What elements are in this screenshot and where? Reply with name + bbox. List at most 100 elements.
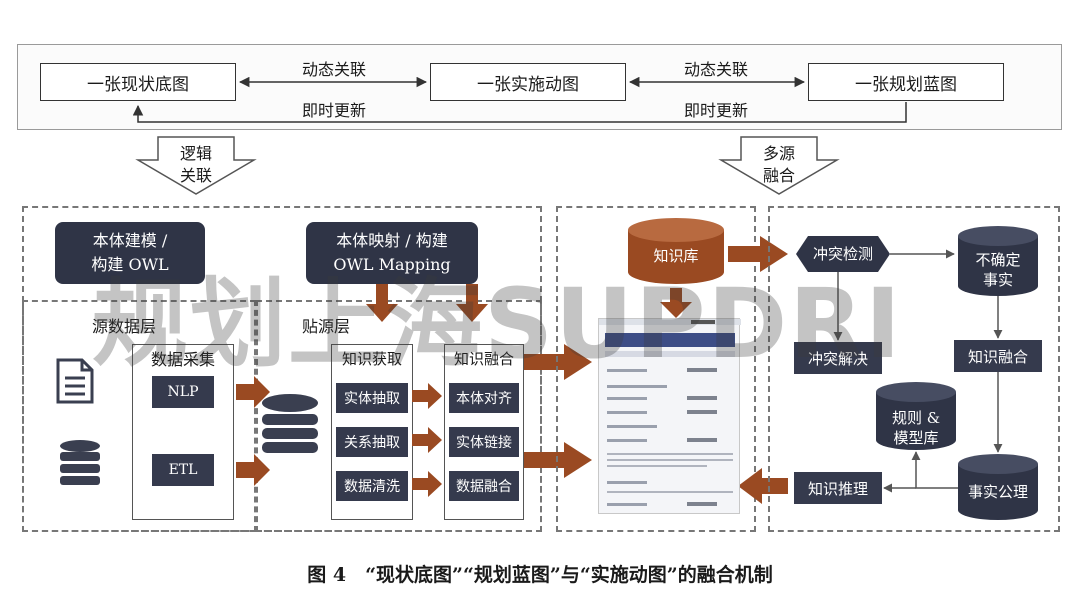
thumb-slider-4 (687, 438, 717, 442)
arrow-map-to-fusion (456, 284, 488, 322)
thumb-text-2 (607, 459, 733, 461)
database-icon-small (60, 440, 100, 485)
fact-axiom-cylinder (958, 454, 1038, 520)
ontology-align-tag: 本体对齐 (449, 383, 519, 413)
arrow-axiom-to-rules (911, 451, 958, 489)
knowledge-base-label: 知识库 (653, 247, 699, 265)
rules-model-label: 规则 & 模型库 (876, 408, 956, 448)
box-current-label: 一张现状底图 (87, 74, 189, 95)
middle-region (556, 206, 756, 532)
ontology-map-line1: 本体映射 / 构建 (336, 231, 448, 250)
thumb-line-3 (607, 397, 647, 400)
link-left-bottom: 即时更新 (301, 101, 366, 120)
uncertain-facts-cylinder (958, 226, 1038, 296)
link-right-top: 动态关联 (683, 60, 748, 79)
knowledge-base-cylinder (628, 218, 724, 284)
ontology-model-box: 本体建模 / 构建 OWL (55, 222, 205, 284)
right-region (768, 206, 1060, 532)
watermark: 规划上海SUPDRI (92, 268, 903, 380)
paste-layer-label: 贴源层 (302, 317, 351, 336)
arrow-reason-to-screen (738, 468, 788, 504)
box-plan-label: 一张规划蓝图 (855, 74, 957, 95)
logic-line2: 关联 (179, 166, 212, 185)
rules-line2: 模型库 (893, 429, 939, 447)
ontology-model-line1: 本体建模 / (92, 231, 168, 250)
link-right-bottom: 即时更新 (683, 101, 748, 120)
logic-down-arrow (135, 136, 257, 195)
conflict-resolve-box: 冲突解决 (794, 342, 882, 374)
document-icon (56, 358, 94, 404)
thumb-text-4 (607, 491, 733, 493)
arrow-extract-2 (412, 427, 442, 453)
source-layer-region (22, 300, 256, 532)
data-collect-title: 数据采集 (150, 350, 215, 369)
conflict-detect-hexagon (796, 236, 890, 272)
rules-line1: 规则 & (891, 409, 941, 427)
feedback-arrow (132, 102, 907, 123)
relation-extract-tag: 关系抽取 (336, 427, 408, 457)
arrow-extract-3 (412, 471, 442, 497)
source-layer-label: 源数据层 (92, 317, 157, 336)
ontology-map-box: 本体映射 / 构建 OWL Mapping (306, 222, 478, 284)
arrow-extract-1 (412, 383, 442, 409)
box-current-map: 一张现状底图 (40, 63, 236, 101)
paste-layer-region (256, 300, 542, 532)
multi-arrow-label: 多源 融合 (753, 143, 805, 187)
data-collect-box (132, 344, 234, 520)
logic-line1: 逻辑 (179, 144, 212, 163)
figure-caption: 图 4 “现状底图”“规划蓝图”与“实施动图”的融合机制 (307, 564, 773, 586)
thumb-header (605, 333, 735, 347)
data-clean-tag: 数据清洗 (336, 471, 408, 501)
box-implement-label: 一张实施动图 (477, 74, 579, 95)
fact-axiom-label: 事实公理 (967, 483, 1028, 501)
multi-down-arrow (718, 136, 840, 195)
thumb-slider-5 (687, 502, 717, 506)
logic-arrow-label: 逻辑 关联 (170, 143, 222, 187)
thumb-line-6 (607, 439, 647, 442)
knowledge-fusion-right-box: 知识融合 (954, 340, 1042, 372)
thumb-line-1 (607, 369, 647, 372)
ui-screenshot-thumbnail (598, 318, 741, 514)
thumb-line-7 (607, 481, 647, 484)
multi-line2: 融合 (762, 166, 795, 185)
thumb-slider-3 (687, 410, 717, 414)
uncertain-line2: 事实 (982, 271, 1013, 289)
thumb-row-1 (605, 351, 735, 357)
thumb-text-3 (607, 465, 707, 467)
arrow-to-screen-top (524, 344, 592, 380)
entity-link-tag: 实体链接 (449, 427, 519, 457)
arrow-nlp (236, 376, 270, 408)
data-fusion-tag: 数据融合 (449, 471, 519, 501)
conflict-detect-label: 冲突检测 (812, 245, 873, 263)
etl-tag: ETL (152, 454, 214, 486)
rules-model-cylinder (876, 382, 956, 450)
arrow-etl (236, 454, 270, 486)
database-icon-paste (262, 394, 318, 453)
box-implement-map: 一张实施动图 (430, 63, 626, 101)
ontology-model-line2: 构建 OWL (91, 255, 169, 274)
knowledge-fusion-title: 知识融合 (453, 350, 514, 368)
arrow-to-screen-bottom (524, 442, 592, 478)
thumb-line-8 (607, 503, 647, 506)
entity-extract-tag: 实体抽取 (336, 383, 408, 413)
multi-line1: 多源 (762, 144, 795, 163)
thumb-line-2 (607, 385, 667, 388)
thumb-toolbar (691, 320, 715, 324)
nlp-tag: NLP (152, 376, 214, 408)
arrow-map-to-extract (366, 284, 398, 322)
thumb-topbar (599, 319, 741, 325)
uncertain-line1: 不确定 (975, 251, 1021, 269)
thumb-slider-2 (687, 396, 717, 400)
ontology-map-line2: OWL Mapping (333, 255, 451, 274)
box-plan-map: 一张规划蓝图 (808, 63, 1004, 101)
arrow-kb-down (660, 288, 692, 318)
thumb-text-1 (607, 453, 733, 455)
thumb-slider-1 (687, 368, 717, 372)
thumb-line-4 (607, 411, 647, 414)
uncertain-facts-label: 不确定 事实 (958, 250, 1038, 290)
knowledge-extract-title: 知识获取 (341, 350, 402, 368)
